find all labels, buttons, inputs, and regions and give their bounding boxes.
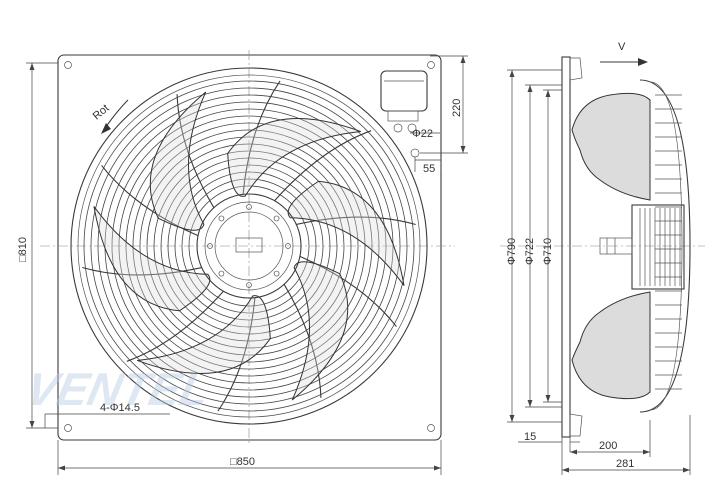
guard-spoke bbox=[101, 165, 199, 237]
fan-blade bbox=[227, 117, 361, 197]
terminal-box-base bbox=[387, 110, 419, 122]
box-offset-label: 55 bbox=[423, 163, 435, 175]
side-blade-top bbox=[571, 92, 651, 201]
frame-height-label: □810 bbox=[17, 237, 29, 262]
hub-bolt bbox=[246, 282, 252, 288]
depth-15-label: 15 bbox=[524, 431, 536, 443]
fan-blades bbox=[93, 91, 405, 401]
hub-ring bbox=[204, 201, 294, 291]
guard-spoke bbox=[217, 297, 256, 412]
airflow-arrow-icon bbox=[638, 58, 648, 66]
fan-blade bbox=[137, 295, 271, 375]
hub-bolt bbox=[273, 215, 280, 222]
guard-ring bbox=[104, 101, 394, 391]
hub-bolt bbox=[218, 270, 225, 277]
motor-shaft bbox=[599, 237, 633, 255]
dia-722-label: Φ722 bbox=[524, 238, 536, 265]
side-view: V Φ790 Φ722 Φ710 15 200 281 bbox=[500, 41, 705, 475]
cable-gland-icon bbox=[410, 148, 420, 158]
holes-label: 4-Φ14.5 bbox=[100, 402, 140, 414]
corner-hole bbox=[64, 61, 72, 69]
venturi-outer bbox=[70, 67, 428, 425]
rating-plate bbox=[235, 237, 263, 253]
dia-790-label: Φ790 bbox=[506, 238, 518, 265]
hub-bolt bbox=[218, 215, 225, 222]
hub-outer bbox=[196, 193, 302, 299]
hub-bolt bbox=[273, 270, 280, 277]
guard-spoke bbox=[274, 130, 372, 202]
side-blade-bottom bbox=[571, 291, 651, 400]
guard-spoke bbox=[299, 255, 397, 327]
guard-ring bbox=[132, 129, 366, 363]
guard-spoke bbox=[242, 80, 281, 195]
hub-bolt bbox=[246, 204, 252, 210]
guard-spoke bbox=[176, 94, 215, 208]
hub-bolts bbox=[207, 204, 291, 288]
airflow-label: V bbox=[618, 41, 626, 53]
guard-spoke bbox=[296, 216, 416, 226]
hub-inner bbox=[214, 211, 284, 281]
cable-gland-icon bbox=[407, 123, 417, 133]
cable-gland-icon bbox=[393, 123, 403, 133]
cable-gland-label: Φ22 bbox=[412, 128, 433, 140]
guard-spoke bbox=[283, 284, 322, 398]
front-view: Rot □850 □810 4-Φ14.5 220 Φ22 55 bbox=[17, 50, 468, 475]
guard-ring bbox=[90, 87, 408, 405]
guard-ring bbox=[111, 108, 387, 384]
guard-spokes bbox=[82, 80, 416, 412]
guard-ring bbox=[188, 185, 310, 307]
guard-ring bbox=[118, 115, 380, 377]
depth-200-label: 200 bbox=[599, 440, 617, 452]
depth-281-label: 281 bbox=[616, 458, 634, 470]
guard-ring bbox=[125, 122, 373, 370]
guard-ring bbox=[174, 171, 324, 321]
fan-blade bbox=[287, 180, 405, 286]
mounting-frame bbox=[57, 54, 442, 441]
venturi-inner bbox=[77, 74, 421, 418]
box-height-label: 220 bbox=[451, 99, 463, 117]
guard-ring bbox=[146, 143, 352, 349]
corner-hole bbox=[64, 424, 72, 432]
corner-hole bbox=[427, 424, 435, 432]
guard-ring bbox=[83, 80, 415, 412]
terminal-box bbox=[380, 70, 428, 112]
guard-ring bbox=[153, 150, 345, 342]
fan-blade bbox=[149, 91, 207, 231]
fan-blade bbox=[93, 206, 211, 312]
hub-bolt bbox=[207, 243, 213, 249]
guard-spoke bbox=[82, 266, 202, 276]
guard-spoke bbox=[126, 290, 224, 362]
fan-blade bbox=[291, 261, 349, 401]
guard-ring bbox=[167, 164, 331, 328]
side-mounting-plate bbox=[561, 56, 571, 438]
guard-ring bbox=[139, 136, 359, 356]
rotation-arrowhead-icon bbox=[101, 123, 111, 134]
watermark-logo: VENTEL bbox=[22, 363, 214, 414]
guard-rings bbox=[83, 80, 415, 412]
hub-bolt bbox=[285, 243, 291, 249]
rotation-label: Rot bbox=[91, 102, 112, 122]
frame-width-label: □850 bbox=[230, 456, 255, 468]
guard-ring bbox=[97, 94, 401, 398]
motor-fins bbox=[639, 208, 681, 286]
corner-hole bbox=[427, 61, 435, 69]
guard-ring bbox=[181, 178, 317, 314]
dia-710-label: Φ710 bbox=[542, 238, 554, 265]
side-guard-ribs bbox=[655, 94, 682, 390]
